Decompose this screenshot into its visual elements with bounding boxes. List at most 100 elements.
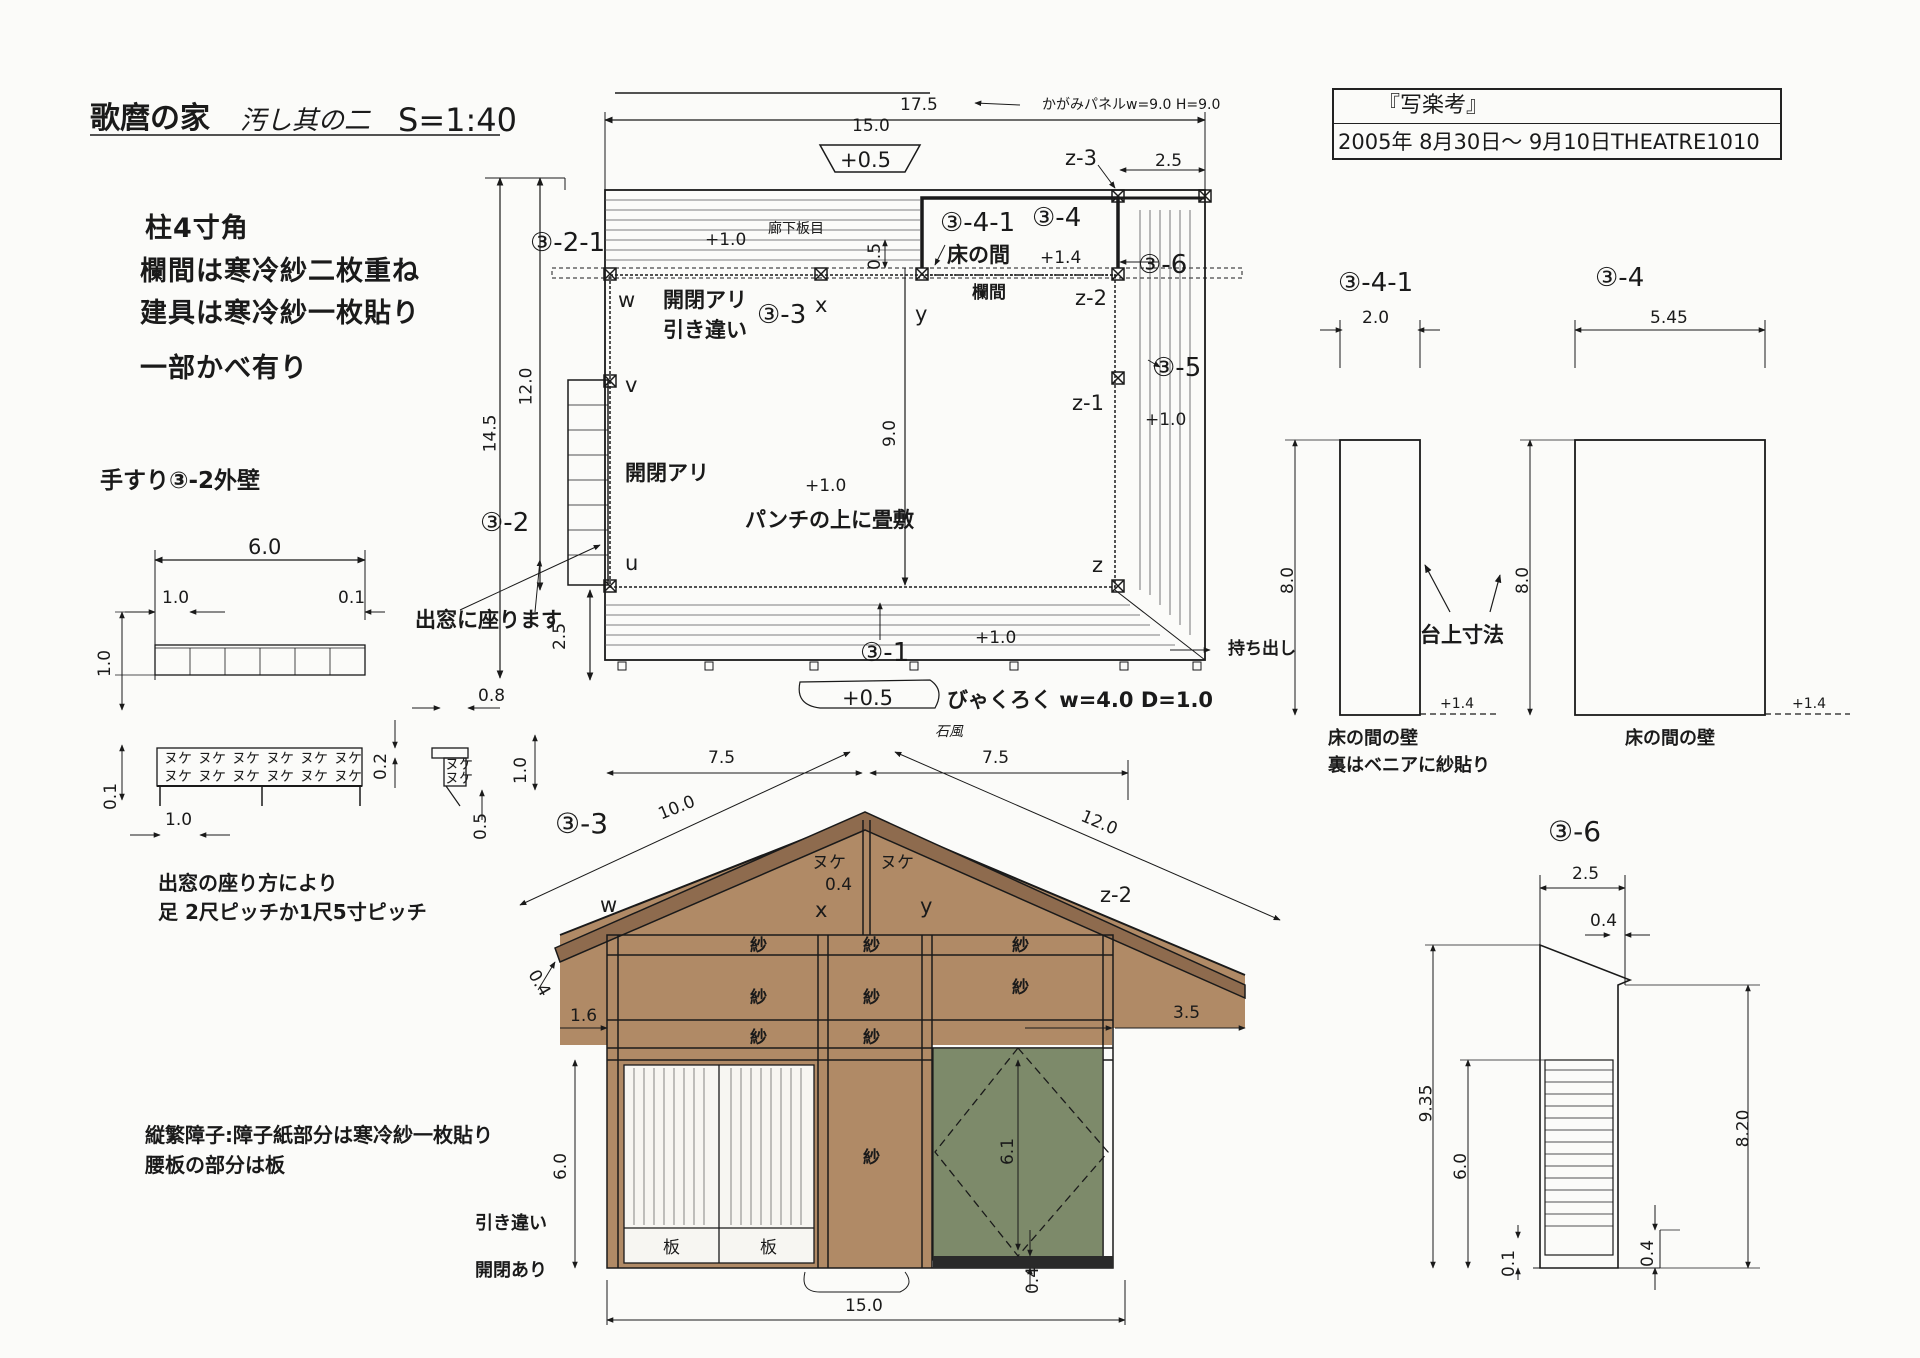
- plan-byakuroku-label: びゃくろく w=4.0 D=1.0: [947, 688, 1214, 712]
- handrail-nuki-label: ヌケ: [445, 771, 473, 787]
- elev-3-6-height-0-1: 0.1: [1499, 1249, 1520, 1278]
- plan-point-y: y: [915, 302, 928, 326]
- wall-3-4-label: ③-4: [1595, 263, 1645, 293]
- elev-dim-0-4-base: 0.4: [1023, 1266, 1044, 1295]
- elev-dim-6-1: 6.1: [998, 1137, 1019, 1166]
- wall-3-4-1-caption-back: 裏はベニアに紗貼り: [1328, 755, 1490, 776]
- elevation-3-3: [519, 751, 1281, 1325]
- plan-sliding-open-label: 開閉アリ: [663, 288, 747, 312]
- plan-point-z2: z-2: [1075, 286, 1107, 310]
- plan-id-3-4-1: ③-4-1: [940, 208, 1016, 238]
- wall-3-4-height: 8.0: [1513, 566, 1534, 595]
- plan-id-3-6: ③-6: [1138, 250, 1188, 280]
- handrail-dim-height: 1.0: [95, 649, 116, 678]
- plan-id-3-3: ③-3: [757, 300, 807, 330]
- handrail-nuki-label: ヌケ: [266, 751, 294, 767]
- plan-point-w: w: [618, 288, 636, 312]
- handrail-note-1: 出窓の座り方により: [158, 871, 338, 895]
- plan-bay-window-note: 出窓に座ります: [415, 608, 562, 632]
- plan-stone-style-label: 石風: [935, 724, 963, 740]
- wall-3-4-1-label: ③-4-1: [1338, 268, 1414, 298]
- wall-3-4-width: 5.45: [1650, 308, 1688, 328]
- plan-id-3-5: ③-5: [1152, 353, 1202, 383]
- elev-sha-panel: 紗: [1012, 978, 1029, 998]
- plan-id-3-2: ③-2: [480, 508, 530, 538]
- plan-dim-15: 15.0: [852, 116, 890, 136]
- plan-id-3-4: ③-4: [1032, 203, 1082, 233]
- handrail-nuki-label: ヌケ: [300, 769, 328, 785]
- plan-level-plus-1-0-right: +1.0: [1145, 410, 1187, 430]
- elev-3-6-dim-0-4: 0.4: [1590, 911, 1618, 931]
- plan-ranma-label: 欄間: [972, 283, 1006, 303]
- plan-tatami-label: パンチの上に畳敷: [745, 508, 915, 532]
- plan-dim-14-5: 14.5: [480, 414, 501, 453]
- plan-level-plus-1-0-corridor: +1.0: [705, 230, 747, 250]
- drawing-subtitle: 汚し其の二: [240, 106, 371, 136]
- elev-nuke-right: ヌケ: [880, 853, 914, 873]
- elev-3-6-width: 2.5: [1572, 864, 1600, 884]
- plan-sliding-type-label: 引き違い: [663, 318, 747, 342]
- elev-3-6-height-9-35: 9.35: [1416, 1084, 1437, 1123]
- note-pillar: 柱4寸角: [145, 213, 249, 244]
- plan-dim-0-5: 0.5: [865, 242, 886, 271]
- elev-sha-panel: 紗: [863, 988, 880, 1008]
- production-info-box: [1332, 88, 1782, 160]
- plan-view: [459, 92, 1243, 709]
- plan-level-plus-1-4: +1.4: [1040, 248, 1082, 268]
- plan-point-v: v: [625, 373, 638, 397]
- handrail-nuki-label: ヌケ: [198, 769, 226, 785]
- handrail-dim-1-0b: 1.0: [511, 756, 532, 785]
- on-platform-dimension-note: 台上寸法: [1420, 623, 1504, 647]
- elev-sha-panel: 紗: [750, 1028, 767, 1048]
- wall-3-4-level: +1.4: [1792, 696, 1826, 712]
- handrail-nuki-label: ヌケ: [232, 769, 260, 785]
- plan-point-z: z: [1092, 553, 1104, 577]
- note-wall: 一部かべ有り: [140, 353, 308, 384]
- elev-point-w: w: [600, 893, 618, 917]
- handrail-note-2: 足 2尺ピッチか1尺5寸ピッチ: [158, 900, 427, 924]
- handrail-dim-edge: 0.1: [338, 588, 366, 608]
- elev-point-z2: z-2: [1100, 883, 1132, 907]
- mirror-panel-note: かがみパネルw=9.0 H=9.0: [1042, 97, 1221, 113]
- handrail-nuki-label: ヌケ: [164, 769, 192, 785]
- elev-3-6-height-0-4: 0.4: [1638, 1239, 1659, 1268]
- wall-3-4-1-height: 8.0: [1278, 566, 1299, 595]
- elev-sha-panel: 紗: [750, 988, 767, 1008]
- note-ranma: 欄間は寒冷紗二枚重ね: [140, 256, 420, 287]
- handrail-dim-0-8: 0.8: [478, 686, 506, 706]
- plan-dim-17-5: 17.5: [900, 95, 938, 115]
- plan-dim-2-5-bottom: 2.5: [550, 622, 571, 651]
- handrail-nuki-label: ヌケ: [198, 751, 226, 767]
- elevation-3-3-label: ③-3: [555, 807, 609, 840]
- open-close-label: 開閉あり: [475, 1260, 547, 1281]
- elev-sha-panel: 紗: [863, 936, 880, 956]
- handrail-dim-0-2: 0.2: [371, 752, 392, 781]
- handrail-dim-0-1: 0.1: [101, 782, 122, 811]
- elev-dim-7-5-left: 7.5: [708, 748, 736, 768]
- elev-dim-3-5: 3.5: [1173, 1003, 1201, 1023]
- plan-level-plus-0-5: +0.5: [840, 148, 891, 172]
- elev-point-y: y: [920, 894, 933, 918]
- handrail-nuki-label: ヌケ: [334, 769, 362, 785]
- elev-dim-1-6: 1.6: [570, 1006, 598, 1026]
- plan-point-u: u: [625, 551, 639, 575]
- handrail-nuki-label: ヌケ: [300, 751, 328, 767]
- elev-sha-panel: 紗: [863, 1148, 880, 1168]
- shoji-note-1: 縦繁障子:障子紙部分は寒冷紗一枚貼り: [145, 1123, 493, 1147]
- shoji-note-2: 腰板の部分は板: [145, 1153, 285, 1177]
- production-dates: 2005年 8月30日～ 9月10日THEATRE1010: [1338, 130, 1760, 154]
- plan-point-z1: z-1: [1072, 391, 1104, 415]
- plan-tokonoma-label: 床の間: [947, 243, 1010, 267]
- wall-3-4-1-width: 2.0: [1362, 308, 1390, 328]
- handrail-title: 手すり③-2外壁: [100, 468, 261, 494]
- handrail-nuki-label: ヌケ: [232, 751, 260, 767]
- tokonoma-walls: [1285, 320, 1850, 716]
- drawing-title: 歌麿の家: [90, 101, 210, 136]
- plan-dim-12: 12.0: [516, 367, 537, 406]
- handrail-nuki-label: ヌケ: [334, 751, 362, 767]
- elev-ita-panel: 板: [760, 1238, 777, 1258]
- handrail-dim-0-5: 0.5: [471, 812, 492, 841]
- elev-dim-15: 15.0: [845, 1296, 883, 1316]
- elevation-3-6-label: ③-6: [1548, 815, 1602, 848]
